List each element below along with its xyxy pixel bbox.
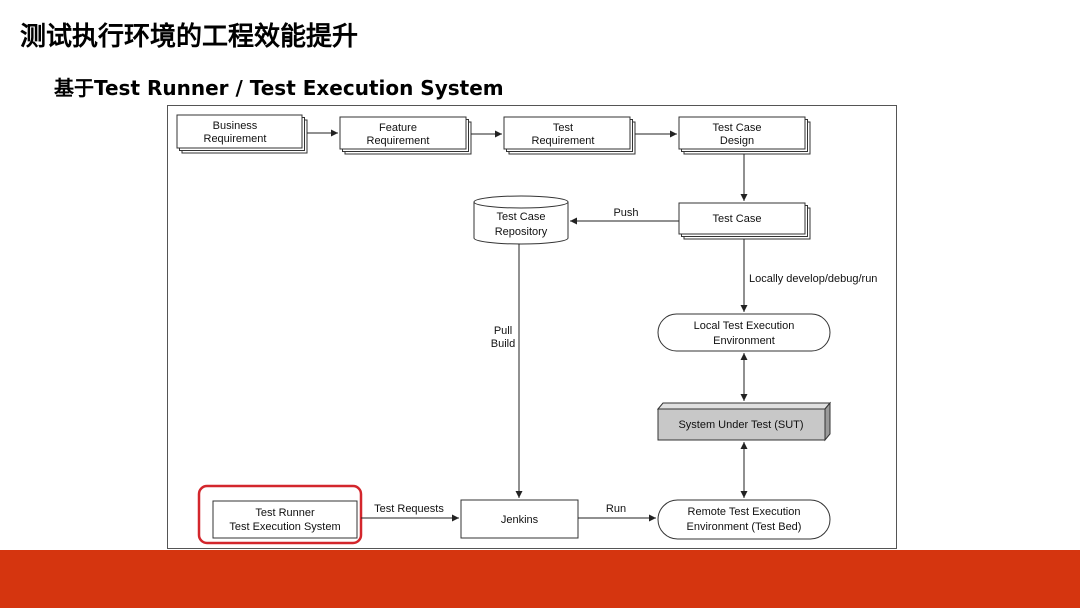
- node-test-requirement-line2: Requirement: [532, 135, 595, 147]
- bottom-accent-bar: [0, 550, 1080, 608]
- edge-label-build: Build: [491, 338, 515, 350]
- node-test-requirement: Test Requirement: [503, 116, 636, 155]
- edges: [307, 129, 748, 522]
- node-feature-requirement-line1: Feature: [379, 122, 417, 134]
- node-business-requirement-line2: Requirement: [204, 133, 267, 145]
- node-local-env-line1: Local Test Execution: [694, 320, 795, 332]
- node-test-requirement-line1: Test: [553, 122, 573, 134]
- node-sut: System Under Test (SUT): [656, 401, 832, 442]
- node-business-requirement: Business Requirement: [176, 114, 308, 154]
- edge-label-test-requests: Test Requests: [374, 503, 444, 515]
- highlight-outline: [197, 484, 363, 545]
- page-title: 测试执行环境的工程效能提升: [20, 22, 359, 52]
- node-test-case-repository: Test Case Repository: [473, 195, 569, 245]
- node-local-env: Local Test Execution Environment: [657, 313, 831, 352]
- node-remote-env-line2: Environment (Test Bed): [687, 521, 802, 533]
- node-remote-env-line1: Remote Test Execution: [688, 506, 801, 518]
- node-test-case: Test Case: [678, 202, 811, 240]
- node-local-env-line2: Environment: [713, 335, 775, 347]
- node-business-requirement-line1: Business: [213, 120, 258, 132]
- node-jenkins-label: Jenkins: [501, 514, 539, 526]
- node-test-case-design-line1: Test Case: [713, 122, 762, 134]
- node-test-runner: Test Runner Test Execution System: [197, 484, 363, 545]
- node-test-runner-line2: Test Execution System: [229, 521, 340, 533]
- edge-label-push: Push: [613, 207, 638, 219]
- node-test-case-repository-line2: Repository: [495, 226, 548, 238]
- node-test-runner-line1: Test Runner: [255, 507, 315, 519]
- edge-label-pull: Pull: [494, 325, 512, 337]
- node-feature-requirement-line2: Requirement: [367, 135, 430, 147]
- page-subtitle: 基于Test Runner / Test Execution System: [54, 76, 504, 100]
- node-remote-env: Remote Test Execution Environment (Test …: [657, 499, 831, 540]
- edge-label-run: Run: [606, 503, 626, 515]
- node-sut-label: System Under Test (SUT): [678, 419, 803, 431]
- node-test-case-label: Test Case: [713, 213, 762, 225]
- node-feature-requirement: Feature Requirement: [339, 116, 472, 155]
- node-jenkins: Jenkins: [460, 499, 579, 539]
- node-test-case-repository-line1: Test Case: [497, 211, 546, 223]
- node-test-case-design: Test Case Design: [678, 116, 811, 155]
- node-test-case-design-line2: Design: [720, 135, 754, 147]
- edge-label-locally: Locally develop/debug/run: [749, 273, 877, 285]
